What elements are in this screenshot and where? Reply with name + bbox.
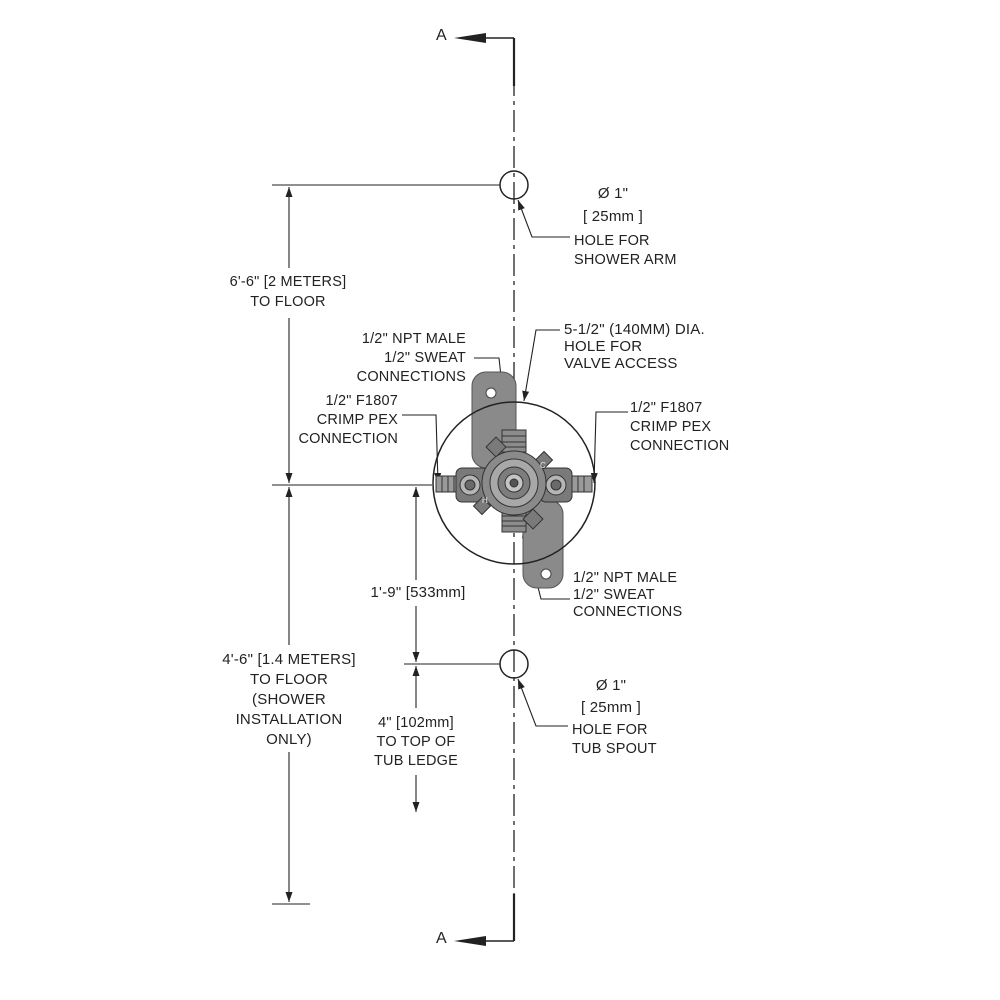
note-npt-bottom: 1/2" NPT MALE 1/2" SWEAT CONNECTIONS	[573, 569, 682, 622]
tub-spout-hole-text: HOLE FOR TUB SPOUT	[572, 721, 657, 759]
shower-arm-hole-line1: HOLE FOR	[574, 233, 650, 249]
tub-spout-hole-metric: [ 25mm ]	[581, 699, 641, 716]
dim-valve-height-line4: INSTALLATION	[235, 711, 343, 728]
cold-mark: C	[540, 461, 546, 470]
dim-spout-to-ledge-label: 4" [102mm] TO TOP OF TUB LEDGE	[350, 714, 482, 771]
leader-pex-right	[590, 411, 628, 484]
dim-shower-arm-height-label: 6'-6" [2 METERS] TO FLOOR	[208, 273, 368, 312]
dim-valve-height-line2: TO FLOOR	[250, 671, 328, 688]
note-pex-right-line3: CONNECTION	[630, 438, 730, 454]
note-pex-right-line1: 1/2" F1807	[630, 400, 703, 416]
note-npt-top-line2: 1/2" SWEAT	[384, 350, 466, 366]
dim-valve-height-line3: (SHOWER	[252, 691, 326, 708]
hot-mark: H	[482, 496, 488, 505]
section-marker-bottom	[454, 894, 516, 946]
note-valve-access-line2: HOLE FOR	[564, 338, 643, 355]
note-npt-top-line3: CONNECTIONS	[356, 369, 466, 385]
tub-spout-hole-note: Ø 1" [ 25mm ]	[556, 676, 666, 718]
note-npt-bottom-line2: 1/2" SWEAT	[573, 587, 655, 603]
leader-tub-spout	[517, 678, 568, 727]
dim-spout-to-ledge-line2: TO TOP OF	[376, 734, 456, 750]
leader-pex-left	[402, 414, 442, 484]
shower-arm-hole-text: HOLE FOR SHOWER ARM	[574, 232, 677, 270]
shower-arm-hole-line2: SHOWER ARM	[574, 252, 677, 268]
shower-arm-hole-metric: [ 25mm ]	[583, 208, 643, 225]
note-npt-bottom-line3: CONNECTIONS	[573, 604, 683, 620]
shower-arm-hole-dia: Ø 1"	[597, 185, 629, 202]
valve-body	[435, 429, 593, 533]
note-valve-access: 5-1/2" (140MM) DIA. HOLE FOR VALVE ACCES…	[564, 320, 705, 374]
note-pex-left: 1/2" F1807 CRIMP PEX CONNECTION	[270, 392, 398, 449]
note-npt-top-line1: 1/2" NPT MALE	[361, 331, 466, 347]
dim-valve-height-label: 4'-6" [1.4 METERS] TO FLOOR (SHOWER INST…	[206, 650, 372, 750]
section-marker-top	[454, 33, 516, 86]
shower-arm-hole-note: Ø 1" [ 25mm ]	[558, 184, 668, 227]
dim-shower-arm-height-line2: TO FLOOR	[250, 294, 326, 310]
tub-spout-hole-dia: Ø 1"	[595, 677, 627, 694]
note-pex-left-line2: CRIMP PEX	[316, 412, 398, 428]
dim-spout-to-ledge-line1: 4" [102mm]	[378, 715, 454, 731]
note-valve-access-line3: VALVE ACCESS	[564, 355, 678, 372]
leader-shower-arm	[517, 199, 570, 238]
note-valve-access-line1: 5-1/2" (140MM) DIA.	[564, 321, 705, 338]
note-pex-right-line2: CRIMP PEX	[630, 419, 712, 435]
dim-valve-height-line1: 4'-6" [1.4 METERS]	[222, 651, 356, 668]
dim-spout-to-ledge-line3: TUB LEDGE	[374, 753, 458, 769]
note-npt-top: 1/2" NPT MALE 1/2" SWEAT CONNECTIONS	[330, 330, 466, 387]
note-npt-bottom-line1: 1/2" NPT MALE	[573, 570, 678, 586]
note-pex-right: 1/2" F1807 CRIMP PEX CONNECTION	[630, 399, 729, 456]
dim-valve-height-line5: ONLY)	[266, 731, 312, 748]
note-pex-left-line3: CONNECTION	[298, 431, 398, 447]
valve-access-hole	[432, 401, 596, 565]
leader-valve-access	[522, 329, 560, 402]
note-pex-left-line1: 1/2" F1807	[325, 393, 398, 409]
section-label-top: A	[436, 27, 447, 44]
dim-shower-arm-height-line1: 6'-6" [2 METERS]	[229, 274, 347, 290]
tub-spout-hole-line2: TUB SPOUT	[572, 741, 657, 757]
section-label-bottom: A	[436, 930, 447, 947]
dim-valve-to-spout-label: 1'-9" [533mm]	[370, 584, 466, 601]
tub-spout-hole-line1: HOLE FOR	[572, 722, 648, 738]
